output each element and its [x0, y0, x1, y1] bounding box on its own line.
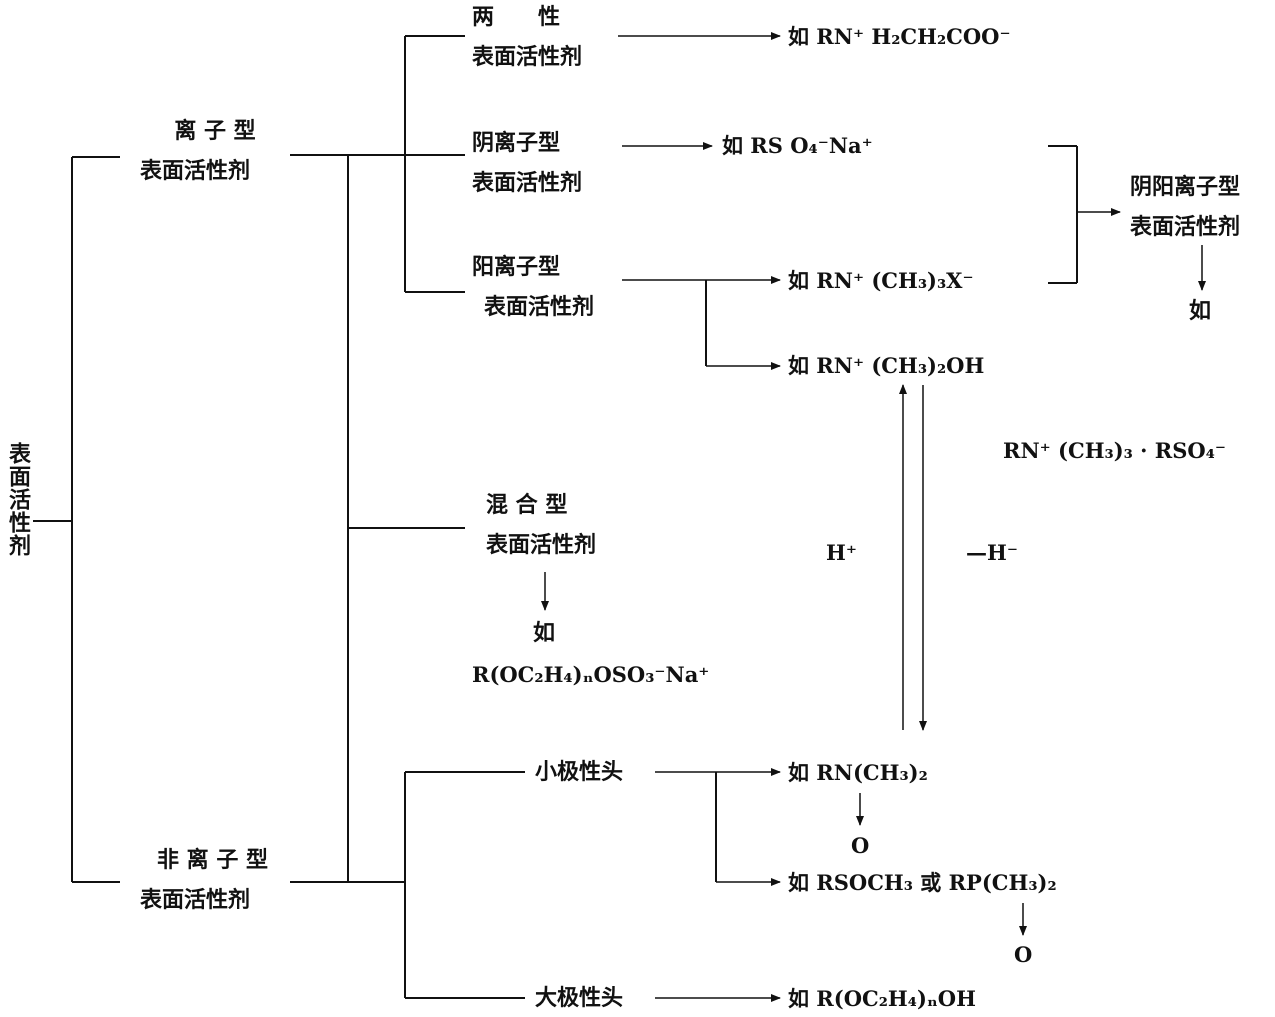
- root-label: 表面活性剂: [5, 442, 31, 557]
- catanionic-subtitle: 表面活性剂: [1130, 214, 1241, 240]
- nonionic-subtitle: 表面活性剂: [140, 887, 251, 913]
- cationic-subtitle: 表面活性剂: [484, 294, 595, 320]
- small-head-example-1-oxygen: O: [851, 833, 870, 858]
- catanionic-example-label: 如: [1189, 298, 1212, 324]
- large-head-label: 大极性头: [535, 985, 624, 1011]
- anionic-example: 如 RS O₄⁻Na⁺: [722, 133, 873, 158]
- amphoteric-title: 两 性: [472, 4, 561, 30]
- mixed-example-label: 如: [533, 620, 556, 646]
- anionic-subtitle: 表面活性剂: [472, 170, 583, 196]
- equilibrium-protonation: H⁺: [826, 540, 857, 565]
- catanionic-title: 阴阳离子型: [1130, 174, 1241, 200]
- mixed-title: 混 合 型: [486, 492, 568, 518]
- small-head-example-2-oxygen: O: [1014, 942, 1033, 967]
- amphoteric-example: 如 RN⁺ H₂CH₂COO⁻: [788, 24, 1011, 49]
- equilibrium-deprotonation: —H⁻: [966, 540, 1018, 565]
- large-head-example: 如 R(OC₂H₄)ₙOH: [788, 986, 976, 1011]
- small-head-label: 小极性头: [535, 759, 624, 785]
- catanionic-example: RN⁺ (CH₃)₃ · RSO₄⁻: [1003, 438, 1226, 463]
- cationic-title: 阳离子型: [472, 254, 561, 280]
- mixed-example: R(OC₂H₄)ₙOSO₃⁻Na⁺: [472, 662, 710, 687]
- ionic-bracket: [348, 35, 465, 293]
- ionic-title: 离 子 型: [174, 118, 256, 144]
- cationic-example-1: 如 RN⁺ (CH₃)₃X⁻: [788, 268, 974, 293]
- nonionic-bracket: [404, 771, 525, 999]
- main-stem: [290, 154, 465, 883]
- nonionic-title: 非 离 子 型: [157, 847, 268, 873]
- anionic-title: 阴离子型: [472, 130, 561, 156]
- amphoteric-subtitle: 表面活性剂: [472, 44, 583, 70]
- small-head-example-2: 如 RSOCH₃ 或 RP(CH₃)₂: [788, 870, 1057, 895]
- cationic-example-2: 如 RN⁺ (CH₃)₂OH: [788, 353, 985, 378]
- mixed-subtitle: 表面活性剂: [486, 532, 597, 558]
- small-head-example-1: 如 RN(CH₃)₂: [788, 760, 928, 785]
- catanionic-bracket: [1048, 145, 1078, 284]
- ionic-subtitle: 表面活性剂: [140, 158, 251, 184]
- root-bracket: [33, 156, 120, 883]
